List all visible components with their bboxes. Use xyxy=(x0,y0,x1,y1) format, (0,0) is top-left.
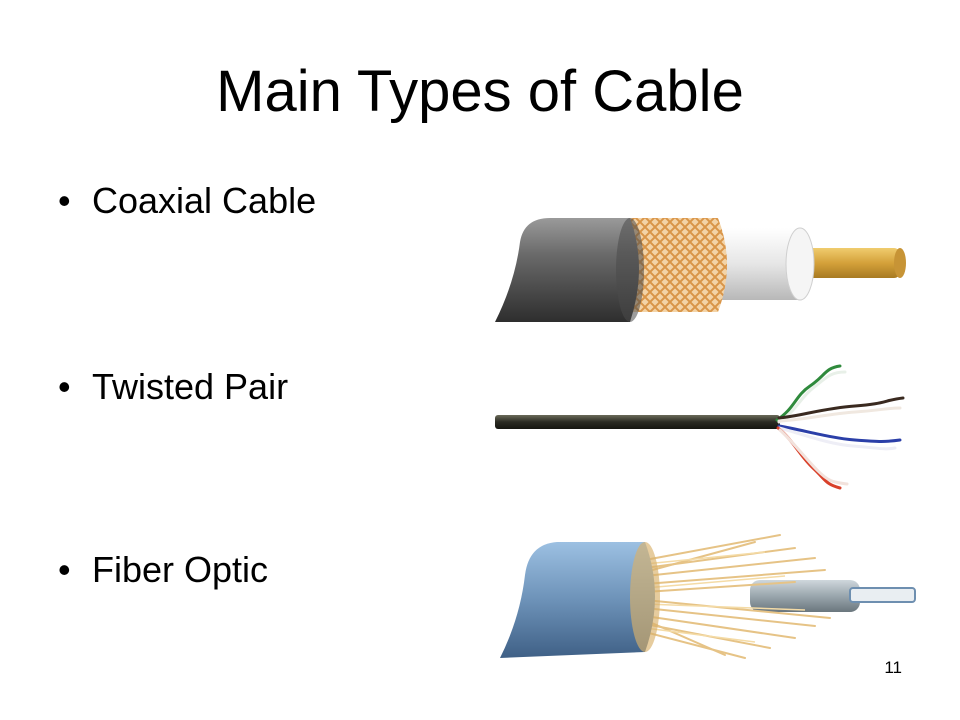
fiber-optic-cable-icon xyxy=(500,534,916,659)
bullet-glyph: • xyxy=(58,549,71,590)
bullet-glyph: • xyxy=(58,366,71,407)
bullet-label: Fiber Optic xyxy=(92,549,269,590)
bullet-label: Twisted Pair xyxy=(92,366,289,407)
coaxial-cable-icon xyxy=(495,218,906,322)
bullet-item-coaxial: • Coaxial Cable xyxy=(58,179,316,223)
bullet-item-twisted-pair: • Twisted Pair xyxy=(58,365,288,409)
twisted-pair-cable-icon xyxy=(495,364,905,490)
bullet-item-fiber-optic: • Fiber Optic xyxy=(58,548,268,592)
slide-number: 11 xyxy=(884,658,902,677)
bullet-glyph: • xyxy=(58,180,71,221)
slide-title: Main Types of Cable xyxy=(216,59,744,124)
bullet-label: Coaxial Cable xyxy=(92,180,317,221)
